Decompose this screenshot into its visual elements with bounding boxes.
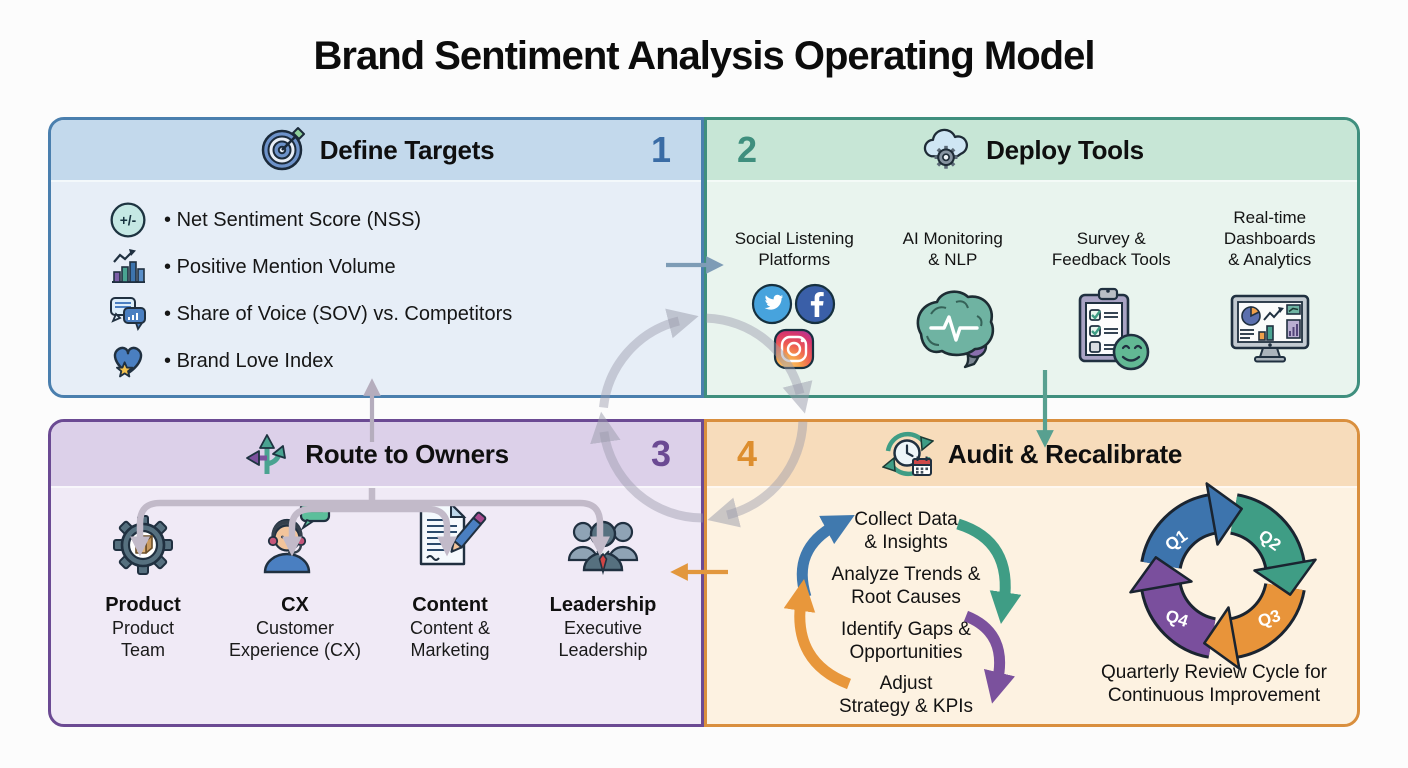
tool-label: AI Monitoring & NLP [902,229,1003,269]
quadrant-title: Define Targets [319,134,495,165]
quadrant-route-to-owners: Route to Owners 3 [48,419,704,727]
audit-step: Identify Gaps & Opportunities [841,619,971,663]
step-number-3: 3 [650,433,671,474]
cx-support-agent-icon [247,498,343,586]
leadership-team-icon [557,498,649,586]
step-number-4: 4 [737,433,758,474]
twitter-icon [752,283,793,324]
owner-description: Customer Experience (CX) [228,618,362,660]
owner-leadership: Leadership Executive Leadership [523,498,683,661]
cloud-gear-icon [920,128,972,172]
quadrant-define-targets: Define Targets 1 +/- Net Sentiment Score… [48,117,704,398]
owner-description: Content & Marketing [409,618,491,660]
quadrant-title: Audit & Recalibrate [947,438,1183,469]
audit-step: Adjust Strategy & KPIs [838,673,974,717]
speech-bubble [299,500,331,531]
list-item: +/- Net Sentiment Score (NSS) [107,199,685,241]
list-item: Share of Voice (SOV) vs. Competitors [107,293,685,335]
quarterly-cycle-caption: Quarterly Review Cycle for Continuous Im… [1101,662,1327,706]
dashboard-monitor-icon [1218,270,1322,389]
owner-name: CX [281,594,309,616]
growth-chart-icon [107,246,149,288]
route-split-icon [243,430,291,478]
tool-label: Social Listening Platforms [734,229,854,269]
ai-brain-icon [903,270,1003,389]
target-dart-icon [258,126,306,174]
route-to-owners-header: Route to Owners 3 [51,422,701,488]
social-platform-icons [742,270,846,389]
owner-name: Leadership [549,594,657,616]
tool-ai-monitoring: AI Monitoring & NLP [874,192,1033,389]
tool-label: Real-time Dashboards & Analytics [1223,208,1316,269]
tool-social-listening: Social Listening Platforms [715,192,874,389]
tool-label: Survey & Feedback Tools [1051,229,1171,269]
audit-recalibrate-header: Audit & Recalibrate 4 [707,422,1357,488]
facebook-icon [795,283,836,324]
clock-calendar-cycle-icon [881,428,934,480]
list-item: Positive Mention Volume [107,246,685,288]
quadrant-title: Route to Owners [305,438,509,469]
metric-label: Positive Mention Volume [164,256,396,279]
survey-clipboard-icon [1061,270,1161,389]
step-number-2: 2 [737,129,758,170]
tool-columns: Social Listening Platforms [715,192,1349,389]
chat-bubbles-icon [107,293,149,335]
metric-list: +/- Net Sentiment Score (NSS) [107,194,685,387]
list-item: Brand Love Index [107,340,685,382]
owner-product: Product Product Team [63,498,223,661]
content-document-pencil-icon [407,498,493,586]
tool-dashboards: Real-time Dashboards & Analytics [1191,192,1350,389]
product-gear-box-icon [102,498,184,586]
owner-description: Product Team [111,618,175,660]
tool-survey-feedback: Survey & Feedback Tools [1032,192,1191,389]
owner-description: Executive Leadership [558,618,648,660]
owner-cx: CX Customer Experience (CX) [215,498,375,661]
owner-name: Content [412,594,488,616]
audit-step: Collect Data & Insights [854,509,958,553]
heart-star-icon [107,340,149,382]
deploy-tools-header: Deploy Tools 2 [707,120,1357,182]
quadrant-title: Deploy Tools [986,134,1144,165]
metric-label: Brand Love Index [164,350,334,373]
define-targets-header: Define Targets 1 [51,120,701,182]
page-title: Brand Sentiment Analysis Operating Model [313,34,1096,78]
instagram-icon [774,328,815,369]
plus-minus-icon: +/- [107,199,149,241]
audit-step: Analyze Trends & Root Causes [831,564,981,608]
plus-minus-glyph: +/- [120,213,137,228]
owner-name: Product [105,594,181,616]
owner-content: Content Content & Marketing [370,498,530,661]
quadrant-audit-recalibrate: Audit & Recalibrate 4 Collect Data & Ins… [704,419,1360,727]
metric-label: Net Sentiment Score (NSS) [164,209,422,232]
quadrant-deploy-tools: Deploy Tools 2 Social Listening Platform… [704,117,1360,398]
step-number-1: 1 [650,129,671,170]
metric-label: Share of Voice (SOV) vs. Competitors [164,303,513,326]
